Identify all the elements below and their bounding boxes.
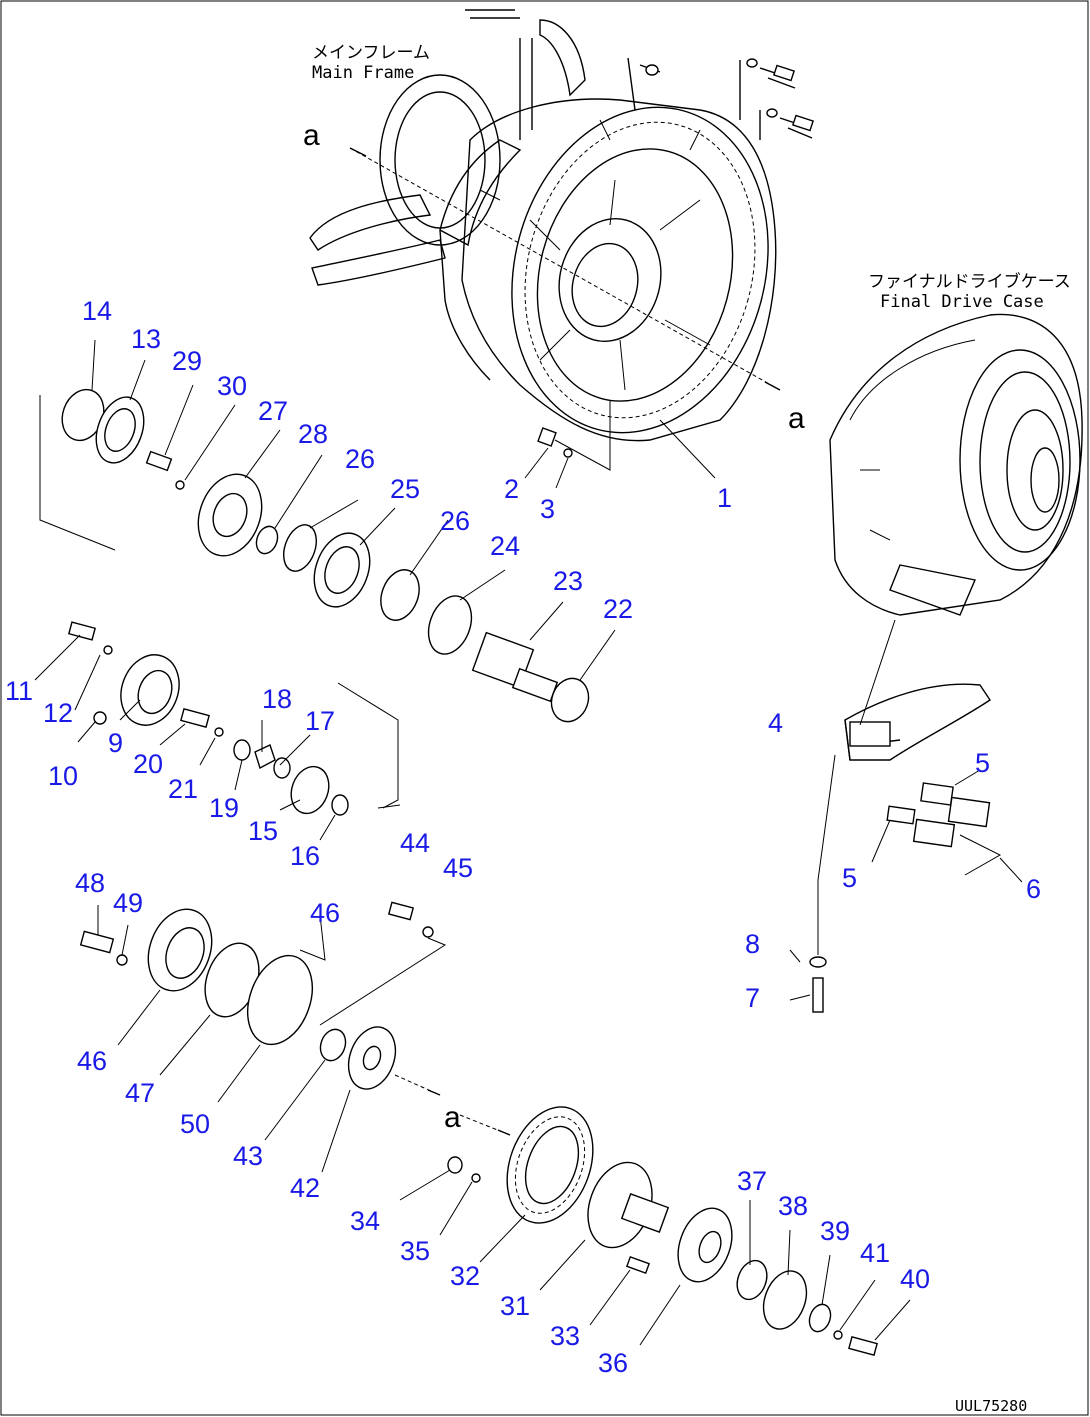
callout-5a: 5 bbox=[975, 748, 990, 778]
callout-15: 15 bbox=[248, 816, 278, 846]
callout-45: 45 bbox=[443, 853, 473, 883]
callout-46b: 46 bbox=[77, 1046, 107, 1076]
ref-a-top: a bbox=[303, 119, 320, 152]
callout-32: 32 bbox=[450, 1261, 480, 1291]
callout-12: 12 bbox=[43, 698, 73, 728]
callout-24: 24 bbox=[490, 531, 520, 561]
callout-14: 14 bbox=[82, 296, 112, 326]
callout-9: 9 bbox=[108, 728, 123, 758]
group-upper-left bbox=[39, 339, 616, 723]
main-frame-jp-label: メインフレーム bbox=[312, 43, 430, 63]
callout-49: 49 bbox=[113, 888, 143, 918]
callout-28: 28 bbox=[298, 419, 328, 449]
callout-47: 47 bbox=[125, 1078, 155, 1108]
callout-34: 34 bbox=[350, 1206, 380, 1236]
callout-33: 33 bbox=[550, 1321, 580, 1351]
callout-6: 6 bbox=[1026, 874, 1041, 904]
callout-4: 4 bbox=[768, 708, 783, 738]
callout-38: 38 bbox=[778, 1191, 808, 1221]
callout-13: 13 bbox=[131, 324, 161, 354]
callout-39: 39 bbox=[820, 1216, 850, 1246]
main-frame-en-label: Main Frame bbox=[312, 63, 414, 83]
callout-27: 27 bbox=[258, 396, 288, 426]
callout-35: 35 bbox=[400, 1236, 430, 1266]
callout-22: 22 bbox=[603, 594, 633, 624]
final-drive-case-drawing bbox=[789, 313, 1083, 1013]
callout-7: 7 bbox=[745, 983, 760, 1013]
callout-44: 44 bbox=[400, 828, 430, 858]
callout-11: 11 bbox=[5, 676, 33, 706]
callout-40: 40 bbox=[900, 1264, 930, 1294]
group-lower-right bbox=[399, 1106, 911, 1357]
callout-48: 48 bbox=[75, 868, 105, 898]
callout-16: 16 bbox=[290, 841, 320, 871]
callout-3: 3 bbox=[540, 494, 555, 524]
callout-37: 37 bbox=[737, 1166, 767, 1196]
callout-50: 50 bbox=[180, 1109, 210, 1139]
ref-a-right: a bbox=[788, 402, 805, 435]
callout-29: 29 bbox=[172, 346, 202, 376]
callout-46a: 46 bbox=[310, 898, 340, 928]
callout-26a: 26 bbox=[345, 444, 375, 474]
main-frame-drawing bbox=[309, 9, 814, 489]
group-middle-left bbox=[34, 621, 401, 841]
callout-43: 43 bbox=[233, 1141, 263, 1171]
callout-20: 20 bbox=[133, 749, 163, 779]
callout-8: 8 bbox=[745, 929, 760, 959]
group-lower-left bbox=[79, 901, 447, 1173]
callout-18: 18 bbox=[262, 684, 292, 714]
callout-26b: 26 bbox=[440, 506, 470, 536]
final-drive-jp-label: ファイナルドライブケース bbox=[868, 271, 1071, 292]
callout-31: 31 bbox=[500, 1291, 530, 1321]
callout-2: 2 bbox=[504, 474, 519, 504]
final-drive-en-label: Final Drive Case bbox=[880, 292, 1044, 312]
callout-41: 41 bbox=[860, 1238, 890, 1268]
callout-5b: 5 bbox=[842, 863, 857, 893]
callout-25: 25 bbox=[390, 474, 420, 504]
callout-1: 1 bbox=[717, 483, 732, 513]
callout-17: 17 bbox=[305, 706, 335, 736]
callout-36: 36 bbox=[598, 1348, 628, 1378]
callout-30: 30 bbox=[217, 371, 247, 401]
callout-23: 23 bbox=[553, 566, 583, 596]
callout-10: 10 bbox=[48, 761, 78, 791]
callout-21: 21 bbox=[168, 774, 198, 804]
drawing-code: UUL75280 bbox=[955, 1397, 1027, 1415]
callout-19: 19 bbox=[209, 793, 239, 823]
ref-a-bottom: a bbox=[444, 1101, 461, 1134]
callout-42: 42 bbox=[290, 1173, 320, 1203]
